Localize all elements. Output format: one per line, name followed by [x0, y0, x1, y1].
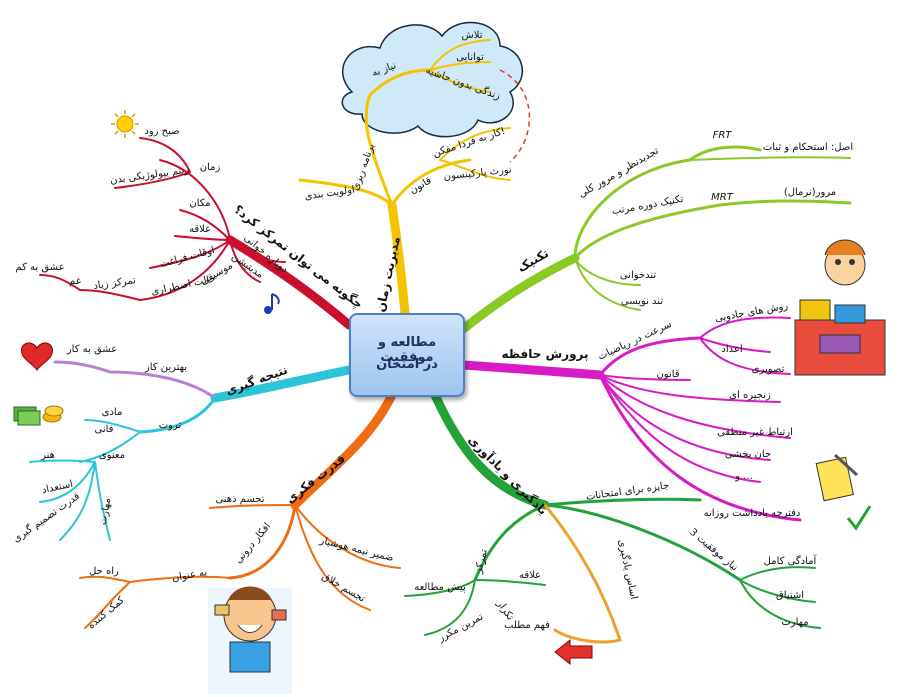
label-memory-etc: و ...: [734, 471, 753, 482]
central-topic-line2: در امتحان: [376, 357, 438, 372]
label-learning-basis: اساس یادگیری: [616, 538, 640, 600]
label-result-best: بهترین کار: [144, 362, 187, 373]
branch-learning: [404, 390, 821, 644]
notepad-icon: [815, 453, 859, 502]
label-learning-interest: علاقه: [519, 570, 541, 581]
label-memory-magic: روش های جادویی: [714, 301, 789, 325]
label-learning-skill: مهارت: [781, 617, 808, 628]
label-technique-speedread: تندخوانی: [620, 270, 657, 281]
label-learning-eager: اشتیاق: [776, 590, 804, 601]
label-technique-mrt-note: مرور(نرمال): [784, 187, 836, 198]
label-result-talent: استعداد: [41, 479, 74, 496]
books-boy-icon: [794, 239, 886, 376]
central-topic-box: مطالعه و موفقیت در امتحان: [349, 313, 465, 397]
label-focus-leisure: اوقات فراغت: [159, 245, 216, 270]
heart-icon: [21, 342, 53, 372]
label-focus-interest: علاقه: [189, 224, 211, 235]
label-learning-ready: آمادگی کامل: [764, 554, 818, 567]
money-icon: [13, 405, 64, 426]
label-result-decision: قدرت تصمیم گیری: [11, 490, 82, 545]
label-memory-images: تصویری: [752, 364, 785, 375]
label-thinking-asa: به عنوان: [171, 567, 208, 584]
music-note-icon: [264, 293, 280, 314]
label-result-wealth: ثروت: [159, 420, 182, 431]
label-time-effort: تلاش: [462, 30, 483, 41]
label-thinking-creative: تجسم خلاق: [320, 571, 367, 605]
label-memory-chain: زنجیره ای: [729, 390, 771, 401]
label-memory-law: قانون: [656, 369, 679, 380]
label-technique-speedwrite: تند نویسی: [621, 296, 663, 307]
label-memory: پرورش حافظه: [501, 347, 588, 362]
cloud-shape: [341, 21, 524, 138]
branch-technique: [457, 145, 852, 335]
label-focus-time: زمان: [200, 162, 221, 173]
label-result-love: عشق به کار: [66, 344, 117, 355]
label-time-priority: اولویت بندی: [304, 185, 356, 203]
label-learning: یادگیری و یادآوری: [465, 432, 551, 518]
label-result-art: هنر: [40, 450, 55, 461]
label-memory-notebook: دفترچه یادداشت روزانه: [704, 508, 801, 519]
label-memory-illogical: ارتباط غیر منطقی: [717, 427, 793, 438]
branch-time: [298, 39, 511, 318]
label-thinking-subconscious: ضمیر نیمه هوشیار: [318, 535, 395, 564]
label-memory-numbers: اعداد: [721, 344, 742, 355]
check-icon: [846, 505, 872, 531]
central-topic-line1: مطالعه و موفقیت: [377, 335, 437, 365]
label-learning-needs3: 3 نیاز موفقیت: [687, 527, 740, 574]
label-technique-mrt: MRT: [711, 192, 734, 203]
label-technique-frt-note: اصل: استحکام و ثبات: [763, 142, 853, 153]
label-time-law: قانون: [408, 175, 434, 196]
label-learning-focus: تمرکز: [473, 548, 490, 576]
label-technique-frt: FRT: [713, 130, 733, 141]
happy-boy-icon: [208, 586, 292, 694]
label-thinking-helper: کمک کننده: [86, 595, 127, 632]
label-thinking-solution: راه حل: [89, 566, 119, 577]
label-thinking-inner: افکار درونی: [233, 521, 273, 566]
label-result-skills: مهارت: [98, 497, 114, 526]
label-result-mortal: فانی: [95, 424, 114, 435]
branch-result: [29, 360, 354, 541]
branch-memory: [457, 316, 802, 522]
sun-icon: [111, 110, 139, 138]
arrow-left-icon: [554, 638, 593, 666]
label-focus-place: مکان: [189, 198, 210, 209]
branch-thinking: [79, 390, 401, 629]
label-thinking-imagine: تجسم ذهنی: [215, 494, 264, 505]
label-focus-love: عشق به کم: [15, 262, 64, 273]
label-focus-sadness: غم: [69, 276, 81, 287]
label-learning-repeat: تکرار: [494, 598, 516, 623]
label-thinking: قدرت فکری: [283, 451, 348, 506]
label-time-plan: برنامه ریزی: [350, 142, 377, 192]
dashed-arrow: [499, 69, 531, 163]
label-memory-animation: جان بخشی: [725, 449, 771, 460]
label-focus-anxiety: حالت اضطراری: [150, 273, 217, 297]
label-result-spiritual: معنوی: [99, 450, 125, 461]
label-result-material: مادی: [102, 407, 123, 418]
label-focus-more-focus: تمرکز زیاد: [93, 275, 137, 292]
label-time-ability: توانایی: [456, 52, 484, 63]
label-learning-understand: فهم مطلب: [504, 620, 550, 631]
branch-focus: [39, 137, 354, 330]
label-learning-prestudy: پیش مطالعه: [414, 582, 466, 593]
label-focus-morning: صبح زود: [144, 126, 179, 137]
